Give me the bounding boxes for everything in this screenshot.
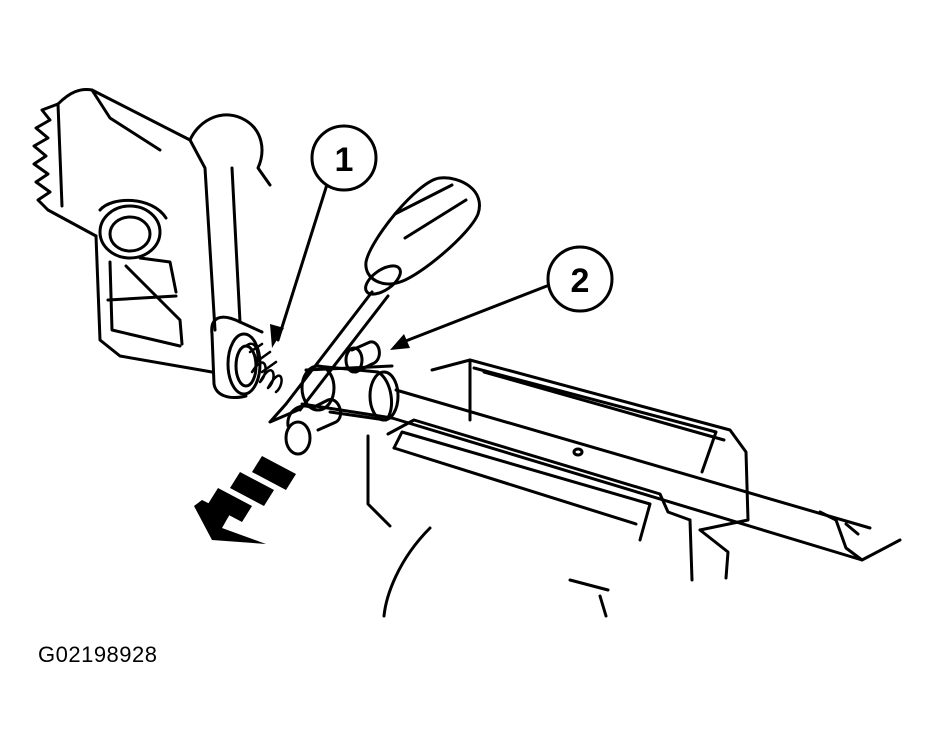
vise bbox=[366, 358, 750, 618]
callout-1-number: 1 bbox=[335, 141, 354, 179]
figure-id: G02198928 bbox=[38, 642, 158, 667]
gear-housing bbox=[32, 88, 272, 374]
callout-1-leader bbox=[276, 173, 332, 342]
screwdriver-shaft bbox=[284, 290, 390, 412]
spring bbox=[244, 342, 283, 394]
sector-teeth bbox=[32, 102, 60, 212]
housing-collar bbox=[210, 315, 264, 399]
callout-2: 2 bbox=[546, 245, 614, 313]
callout-2-number: 2 bbox=[571, 262, 590, 300]
removal-direction-arrow bbox=[194, 456, 296, 544]
callout-1-arrowhead bbox=[270, 324, 284, 348]
pin bbox=[344, 340, 381, 374]
callout-2-leader bbox=[396, 282, 554, 346]
removed-pin bbox=[284, 398, 342, 456]
callout-2-arrowhead bbox=[390, 334, 410, 350]
callout-1: 1 bbox=[310, 124, 378, 192]
